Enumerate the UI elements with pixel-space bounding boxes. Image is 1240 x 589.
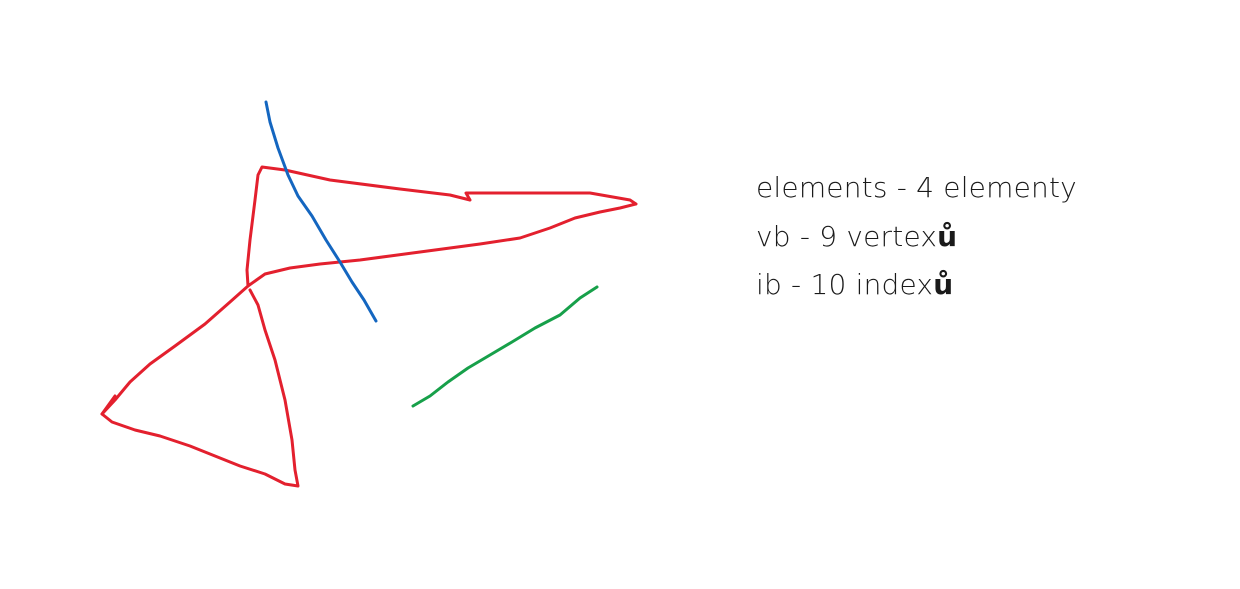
red-ink-stroke [245,165,638,288]
blue-ink-stroke [264,100,378,323]
red-ink-tick [100,394,117,416]
note-elements: elements - 4 elementy [756,172,1077,204]
green-ink-stroke [411,285,599,408]
note-elements-text: elements - 4 elementy [756,171,1077,204]
note-index-buffer-suffix: ů [933,268,954,301]
note-vertex-buffer-suffix: ů [937,220,958,253]
note-index-buffer-text: ib - 10 index [756,268,934,301]
note-vertex-buffer-text: vb - 9 vertex [756,220,938,253]
note-index-buffer: ib - 10 indexů [756,269,953,301]
note-vertex-buffer: vb - 9 vertexů [756,221,957,253]
red-ink-stroke-lower [100,284,300,488]
